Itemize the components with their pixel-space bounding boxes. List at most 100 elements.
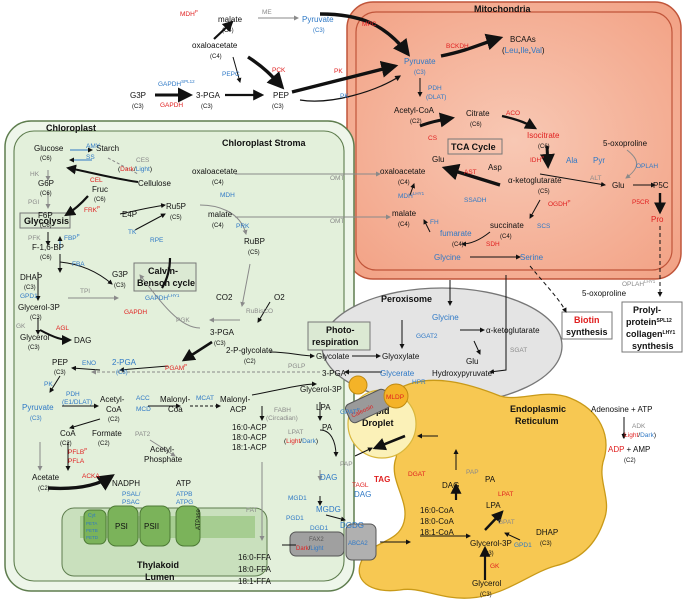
pyruvate-top-carbon: (C3)	[313, 28, 325, 34]
enzyme-omt-2: OMT	[330, 218, 344, 225]
oleosin-head	[348, 375, 368, 395]
oxoproline-bottom: 5-oxoproline	[582, 289, 627, 298]
enzyme-fat: FAT	[246, 507, 257, 514]
bcaas: BCAAs	[510, 35, 536, 44]
adp-amp: ADP + AMP	[608, 445, 650, 454]
enzyme-fba: FBA	[72, 261, 85, 268]
nadph: NADPH	[112, 479, 140, 488]
enzyme-sgat: SGAT	[510, 347, 527, 354]
glycerol-er: Glycerol	[472, 579, 502, 588]
enzyme-aco: ACO	[506, 110, 520, 117]
photosystem-ii	[139, 505, 171, 547]
mldp-protein	[383, 383, 409, 409]
pyruvate-chl: Pyruvate	[22, 403, 54, 412]
dhap-chl-carbon: (C3)	[24, 285, 36, 291]
twopga: 2-PGA	[112, 358, 137, 367]
pep-top-carbon: (C3)	[272, 104, 284, 110]
acetylcoa-mito: Acetyl-CoA	[394, 106, 435, 115]
oxaloacetate-mito: oxaloacetate	[380, 167, 426, 176]
enzyme-ssadh: SSADH	[464, 197, 487, 204]
g3p-top: G3P	[130, 91, 146, 100]
malonylacp-1: Malonyl-	[220, 395, 251, 404]
formate-carbon: (C2)	[98, 441, 110, 447]
enzyme-mdh-top: MDHP	[180, 9, 198, 18]
glyoxylate: Glyoxylate	[382, 352, 420, 361]
pyruvate-mito: Pyruvate	[404, 57, 436, 66]
acetate-carbon: (C2)	[38, 486, 50, 492]
enzyme-pgd1: PGD1	[286, 515, 304, 522]
glycerol3p-er: Glycerol-3P	[470, 539, 512, 548]
alpha-ketoglutarate-mito: α-ketoglutarate	[508, 176, 562, 185]
acetylcoa-mito-carbon: (C2)	[410, 119, 422, 125]
prolyl-box-label-1: Prolyl-	[633, 305, 661, 315]
akg-perox: α-ketoglutarate	[486, 326, 540, 335]
enzyme-dlat-mito: (DLAT)	[426, 94, 446, 101]
f6p-carbon: (C6)	[40, 223, 52, 229]
enzyme-ss: SS	[86, 154, 95, 161]
enzyme-alt: ALT	[590, 175, 601, 182]
enzyme-lpat-er: LPAT	[498, 491, 513, 498]
coa-181: 18:1-CoA	[420, 528, 454, 537]
enzyme-gk-er: GK	[490, 563, 500, 570]
enzyme-ggat2: GGAT2	[416, 333, 438, 340]
enzyme-pdh-chl: PDH	[66, 391, 80, 398]
enzyme-frk: FRKP	[84, 205, 100, 214]
enzyme-tagl: TAGL	[352, 482, 369, 489]
enzyme-adk-condition: (Light/Dark)	[622, 432, 656, 439]
enzyme-acka: ACKA	[82, 473, 100, 480]
prolyl-box-label-2: proteinSPL12	[626, 317, 672, 327]
thylakoid-label-2: Lumen	[145, 572, 175, 582]
dag-er: DAG	[442, 481, 459, 490]
malonylcoa-1: Malonyl-	[160, 395, 191, 404]
enzyme-fabh-circ: (Circadian)	[266, 415, 298, 422]
ffa-181: 18:1-FFA	[238, 577, 272, 586]
g3p-chl: G3P	[112, 270, 128, 279]
twopglycolate: 2-P-glycolate	[226, 346, 273, 355]
enzyme-adk: ADK	[632, 423, 646, 430]
enzyme-atpb: ATPB	[176, 491, 193, 498]
enzyme-gpd1-chl: GPD1	[20, 293, 38, 300]
photosystem-i	[107, 505, 139, 547]
oxaloacetate-chl: oxaloacetate	[192, 167, 238, 176]
enzyme-fabh: FABH	[274, 407, 291, 414]
twopga-carbon: (C3)	[116, 370, 128, 376]
glycine-perox: Glycine	[432, 313, 459, 322]
lpa-chl: LPA	[316, 403, 331, 412]
photorespiration-box-label-1: Photo-	[326, 325, 355, 335]
enzyme-prk: PRK	[236, 223, 250, 230]
enzyme-pk-blue: PK	[340, 93, 349, 100]
pep-top: PEP	[273, 91, 289, 100]
stroma-label: Chloroplast Stroma	[222, 138, 307, 148]
atp-chl: ATP	[176, 479, 191, 488]
enzyme-cel: CEL	[90, 177, 103, 184]
enzyme-mcd: MCD	[136, 406, 151, 413]
ala: Ala	[566, 156, 578, 165]
enzyme-gk-chl: GK	[16, 323, 26, 330]
cytochrome-complex	[83, 509, 107, 545]
malate-mito: malate	[392, 209, 417, 218]
enzyme-oplah-top: OPLAH	[636, 163, 658, 170]
fumarate-carbon: (C4)	[452, 242, 464, 248]
prolyl-box	[621, 301, 683, 353]
acp-181: 18:1-ACP	[232, 443, 267, 452]
fruc: Fruc	[92, 185, 108, 194]
enzyme-fbp: FBPP	[64, 233, 80, 242]
enzyme-gpat-chl: GPATP	[340, 407, 360, 416]
oxaloacetate-top: oxaloacetate	[192, 41, 238, 50]
ffa-180: 18:0-FFA	[238, 565, 272, 574]
citrate-carbon: (C6)	[470, 122, 482, 128]
starch: Starch	[96, 144, 119, 153]
fax2-label: FAX2	[309, 537, 324, 543]
dgdg: DGDG	[340, 521, 364, 530]
enzyme-gapdh-spl12: GAPDHSPL12	[158, 79, 195, 88]
enzyme-acc: ACC	[136, 395, 150, 402]
enzyme-cs: CS	[428, 135, 438, 142]
pyruvate-top: Pyruvate	[302, 15, 334, 24]
rubp-carbon: (C5)	[248, 250, 260, 256]
dhap-er-carbon: (C3)	[540, 541, 552, 547]
hydroxypyruvate: Hydroxypyruvate	[432, 369, 493, 378]
twopglycolate-carbon: (C2)	[244, 359, 256, 365]
enzyme-tpi: TPI	[80, 288, 90, 295]
enzyme-pfk: PFK	[28, 235, 41, 242]
pa-chl: PA	[322, 423, 333, 432]
